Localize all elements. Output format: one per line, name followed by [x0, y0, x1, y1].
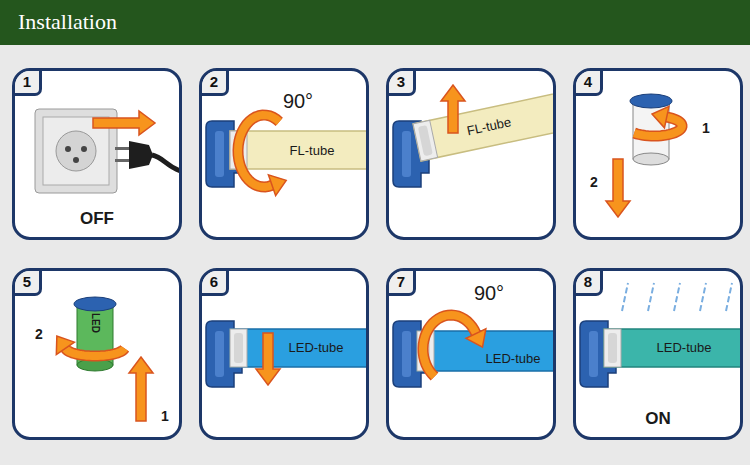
lamp-holder-slot — [402, 131, 411, 177]
step-label: 2 — [35, 327, 43, 342]
curved-arrow — [423, 315, 476, 377]
tube — [230, 329, 366, 367]
light-ray — [700, 283, 706, 311]
socket-hole — [81, 146, 87, 152]
illustration-group — [206, 321, 366, 387]
arrow — [256, 333, 280, 385]
curved-arrow-outline — [423, 315, 476, 377]
lamp-holder-slot — [215, 331, 224, 377]
plug-pin — [115, 159, 129, 162]
tube — [230, 131, 366, 169]
step-panel: 7 90° LED-tube — [386, 268, 556, 440]
step-panel: 6LED-tube — [199, 268, 369, 440]
step-illustration — [15, 271, 179, 437]
tube — [604, 329, 740, 367]
step-number: 6 — [202, 271, 229, 296]
title-text: Installation — [18, 8, 117, 36]
illustration-group — [580, 283, 740, 387]
light-ray — [648, 283, 654, 311]
step-label: 2 — [590, 175, 598, 190]
step-label: LED-tube — [486, 352, 541, 366]
tube-end-shade — [418, 125, 433, 156]
step-panel: 5 2 1 LED — [12, 268, 182, 440]
arrow-head — [466, 329, 486, 347]
step-label: 1 — [161, 409, 169, 424]
lamp-holder-slot — [589, 331, 598, 377]
tube-end-cap — [413, 120, 438, 161]
step-label: LED-tube — [657, 341, 712, 355]
tube-body — [604, 329, 740, 367]
starter-socket-ring — [74, 297, 116, 311]
step-label: 90° — [283, 90, 313, 112]
step-panel: 1OFF — [12, 68, 182, 240]
tube-end-shade — [234, 333, 243, 363]
step-number: 1 — [15, 71, 42, 96]
curved-arrow — [65, 348, 124, 356]
arrow — [606, 159, 630, 217]
step-panel: 8LED-tubeON — [573, 268, 743, 440]
light-ray — [674, 283, 680, 311]
illustration-group — [606, 94, 682, 217]
plug-pin — [115, 147, 129, 150]
tube-body — [230, 131, 366, 169]
light-ray — [622, 283, 628, 311]
step-number: 2 — [202, 71, 229, 96]
illustration-group — [393, 85, 553, 187]
illustration-group — [35, 109, 179, 193]
illustration-group — [206, 115, 366, 196]
lamp-holder-slot — [402, 331, 411, 377]
step-number: 8 — [576, 271, 603, 296]
step-number: 7 — [389, 271, 416, 296]
step-label: 1 — [702, 121, 710, 136]
tube-end-cap — [604, 329, 621, 367]
plug-body — [129, 141, 153, 169]
arrow — [93, 111, 155, 135]
step-label: LED-tube — [289, 341, 344, 355]
starter-socket-ring — [630, 94, 672, 108]
tube-body — [230, 329, 366, 367]
illustration-group — [393, 315, 553, 387]
lamp-holder-slot — [215, 131, 224, 177]
tube-end-shade — [608, 333, 617, 363]
arrow — [441, 85, 465, 133]
title-bar: Installation — [0, 0, 750, 45]
socket-hole — [73, 157, 79, 163]
step-label: OFF — [80, 210, 114, 229]
step-number: 5 — [15, 271, 42, 296]
starter-base — [633, 153, 669, 165]
arrow-head — [56, 336, 74, 355]
light-ray — [726, 283, 732, 311]
socket-hole — [65, 146, 71, 152]
tube-end-cap — [230, 329, 247, 367]
step-label: 90° — [474, 282, 504, 304]
step-label: ON — [645, 410, 671, 429]
illustration-group — [56, 297, 153, 421]
arrow-head — [652, 106, 669, 128]
tube-body — [413, 91, 553, 161]
step-illustration — [576, 71, 740, 237]
curved-arrow-outline — [65, 348, 124, 356]
step-panel: 2 90° FL-tube — [199, 68, 369, 240]
step-label: LED — [90, 313, 101, 333]
step-panel: 3FL-tube — [386, 68, 556, 240]
step-number: 4 — [576, 71, 603, 96]
step-illustration — [389, 71, 553, 237]
arrow — [129, 357, 153, 421]
tube — [413, 91, 553, 161]
step-panel: 4 1 2 — [573, 68, 743, 240]
step-number: 3 — [389, 71, 416, 96]
step-label: FL-tube — [290, 144, 335, 158]
plug-cable — [152, 155, 179, 171]
socket-recess — [56, 131, 96, 171]
arrow-head — [268, 175, 286, 196]
